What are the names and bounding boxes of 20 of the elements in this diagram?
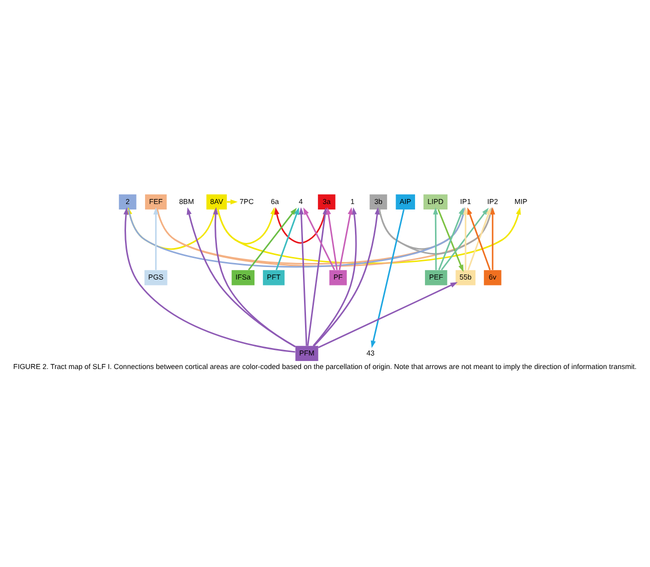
arrow bbox=[312, 206, 357, 346]
arrow bbox=[318, 282, 458, 348]
arrow bbox=[307, 206, 328, 346]
arrow bbox=[467, 206, 491, 270]
arrow bbox=[153, 206, 158, 270]
arrow bbox=[274, 206, 326, 244]
arrow bbox=[213, 206, 296, 347]
arrow bbox=[276, 206, 300, 270]
arrow bbox=[303, 207, 336, 270]
arrow bbox=[463, 206, 468, 270]
arrow bbox=[370, 208, 405, 348]
arrow bbox=[186, 206, 296, 347]
arrow bbox=[326, 206, 338, 270]
arrow bbox=[490, 206, 496, 270]
arrow bbox=[298, 206, 308, 346]
arrow bbox=[440, 207, 489, 270]
arrow bbox=[313, 206, 380, 346]
arrow bbox=[248, 207, 297, 270]
arrow bbox=[433, 206, 438, 270]
arrow bbox=[338, 206, 353, 270]
